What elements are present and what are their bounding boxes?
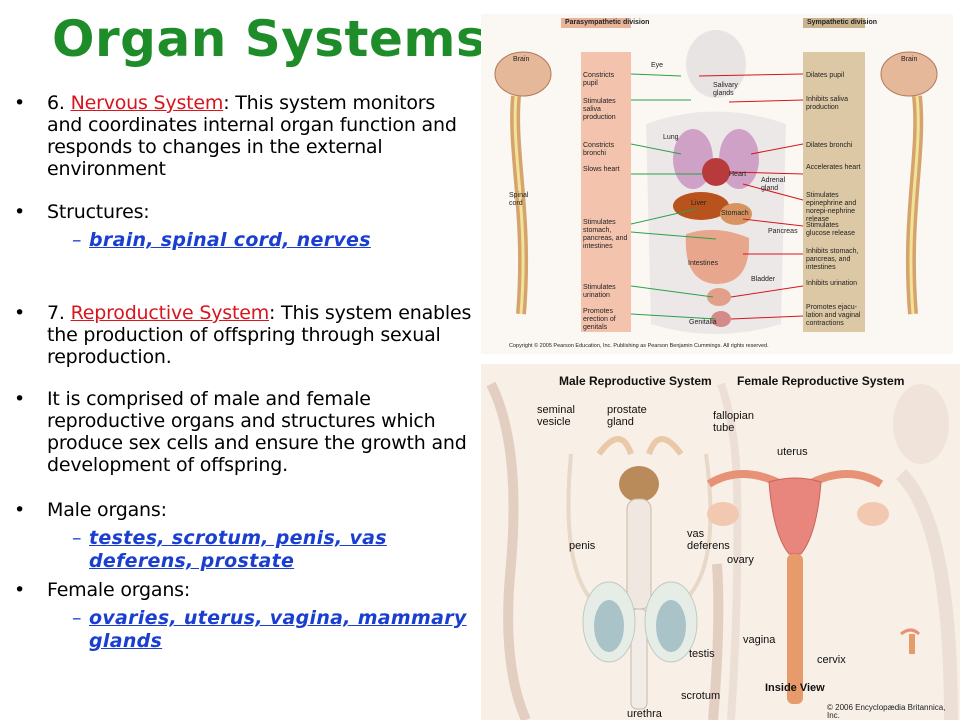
label-penis: penis (569, 540, 596, 552)
symp-action: Stimulates epinephrine and norepi-nephri… (806, 192, 857, 223)
inside-view-label: Inside View (765, 682, 825, 694)
label-seminal-vesicle: seminal vesicle (537, 404, 575, 428)
bullet-glyph: • (14, 92, 26, 114)
bullet-glyph: • (14, 579, 26, 601)
subitem-nervous-structures: – brain, spinal cord, nerves (72, 229, 472, 252)
reproductive-system-diagram: Male Reproductive System Female Reproduc… (481, 364, 960, 720)
organ-stomach: Stomach (721, 210, 749, 217)
bullet-prefix: 7. (47, 302, 71, 324)
symp-action: Stimulates glucose release (806, 222, 856, 237)
dash-glyph: – (72, 607, 82, 629)
bullet-text: Female organs: (47, 579, 191, 601)
bullet-glyph: • (14, 388, 26, 410)
organ-genitalia: Genitalia (689, 319, 717, 326)
organ-lung: Lung (663, 134, 679, 141)
dash-glyph: – (72, 527, 82, 549)
brain-label-right: Brain (901, 56, 918, 63)
nervous-copyright: Copyright © 2005 Pearson Education, Inc.… (509, 343, 769, 349)
organ-adrenal: Adrenal gland (761, 177, 786, 192)
label-vas-deferens: vas deferens (687, 528, 730, 552)
organ-bladder: Bladder (751, 276, 776, 283)
bullet-comprised: • It is comprised of male and female rep… (14, 388, 474, 476)
spinal-cord-label: Spinal cord (509, 192, 529, 207)
symp-action: Accelerates heart (806, 164, 861, 171)
label-prostate-gland: prostate gland (607, 404, 647, 428)
para-action: Stimulates saliva production (583, 98, 616, 121)
organ-heart: Heart (729, 171, 747, 178)
para-action: Promotes erection of genitals (583, 308, 616, 331)
label-ovary: ovary (727, 554, 754, 566)
bullet-glyph: • (14, 499, 26, 521)
label-vagina: vagina (743, 634, 776, 646)
nervous-system-term: Nervous System (70, 92, 224, 114)
symp-action: Dilates pupil (806, 72, 845, 79)
para-action: Constricts pupil (583, 72, 615, 87)
symp-action: Dilates bronchi (806, 142, 853, 149)
label-cervix: cervix (817, 654, 846, 666)
male-system-title: Male Reproductive System (559, 374, 712, 388)
organ-salivary: Salivary glands (713, 82, 738, 97)
reproductive-diagram-art (486, 381, 958, 720)
repro-copyright: © 2006 Encyclopædia Britannica, Inc. (827, 703, 946, 720)
symp-action: Inhibits saliva production (806, 96, 849, 111)
subitem-text: brain, spinal cord, nerves (89, 229, 371, 251)
symp-action: Inhibits stomach, pancreas, and intestin… (806, 248, 859, 271)
para-action: Stimulates stomach, pancreas, and intest… (583, 219, 628, 250)
label-testis: testis (689, 648, 715, 660)
bullet-text: : This system monitors and coordinates i… (47, 92, 457, 180)
bullet-male-organs: • Male organs: (14, 499, 474, 521)
para-action: Stimulates urination (583, 284, 616, 299)
organ-liver: Liver (691, 200, 707, 207)
organ-eye: Eye (651, 62, 664, 69)
para-action: Constricts bronchi (583, 142, 615, 157)
label-uterus: uterus (777, 446, 808, 458)
symp-action: Inhibits urination (806, 280, 857, 287)
subitem-female-organs: – ovaries, uterus, vagina, mammary gland… (72, 607, 472, 653)
female-system-title: Female Reproductive System (737, 374, 905, 388)
bullet-glyph: • (14, 302, 26, 324)
organ-intestines: Intestines (688, 260, 718, 267)
bullet-text: : This system enables the production of … (47, 302, 472, 368)
bullet-glyph: • (14, 201, 26, 223)
slide-title: Organ Systems (52, 10, 487, 68)
bullet-text: Structures: (47, 201, 150, 223)
dash-glyph: – (72, 229, 82, 251)
brain-label-left: Brain (513, 56, 530, 63)
nervous-diagram-art (494, 18, 938, 334)
nervous-system-diagram: Parasympathetic division Sympathetic div… (481, 14, 953, 354)
bullet-female-organs: • Female organs: (14, 579, 474, 601)
subitem-male-organs: – testes, scrotum, penis, vas deferens, … (72, 527, 472, 573)
organ-pancreas: Pancreas (768, 228, 798, 235)
parasympathetic-header: Parasympathetic division (565, 19, 650, 26)
bullet-text: Male organs: (47, 499, 167, 521)
label-scrotum: scrotum (681, 690, 721, 702)
bullet-text: It is comprised of male and female repro… (47, 388, 467, 476)
subitem-text: testes, scrotum, penis, vas deferens, pr… (89, 527, 387, 572)
sympathetic-header: Sympathetic division (807, 19, 878, 26)
bullet-reproductive-system: • 7. Reproductive System: This system en… (14, 302, 474, 368)
reproductive-system-term: Reproductive System (70, 302, 270, 324)
bullet-structures: • Structures: (14, 201, 474, 223)
text-content: • 6. Nervous System: This system monitor… (14, 92, 474, 653)
label-fallopian-tube: fallopian tube (713, 410, 754, 434)
bullet-nervous-system: • 6. Nervous System: This system monitor… (14, 92, 474, 180)
symp-action: Promotes ejacu-lation and vaginal contra… (806, 304, 861, 327)
bullet-prefix: 6. (47, 92, 71, 114)
subitem-text: ovaries, uterus, vagina, mammary glands (89, 607, 467, 652)
para-action: Slows heart (583, 166, 620, 173)
label-urethra: urethra (627, 708, 662, 720)
